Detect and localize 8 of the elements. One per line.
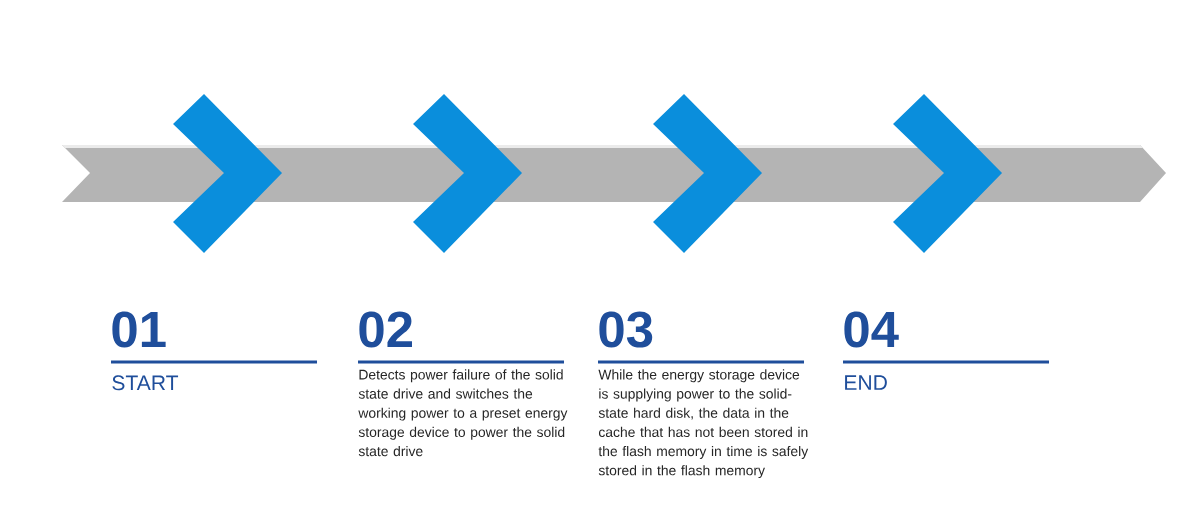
step-description: Detects power failure of the solid state drive and switches the working power to a preset energy storage device to power the solid state drive <box>358 369 568 457</box>
step-number: 02 <box>359 311 412 348</box>
step-label: END <box>845 375 887 390</box>
step-description: While the energy storage device is supplying power to the solid-state hard disk, the data in the cache that has not been stored in the flash memory in time is safely stored in the flash memory <box>598 369 809 479</box>
step-label: START <box>112 375 179 391</box>
step-number: 04 <box>844 311 899 348</box>
step-number: 01 <box>112 311 166 348</box>
step-number: 03 <box>599 311 653 348</box>
